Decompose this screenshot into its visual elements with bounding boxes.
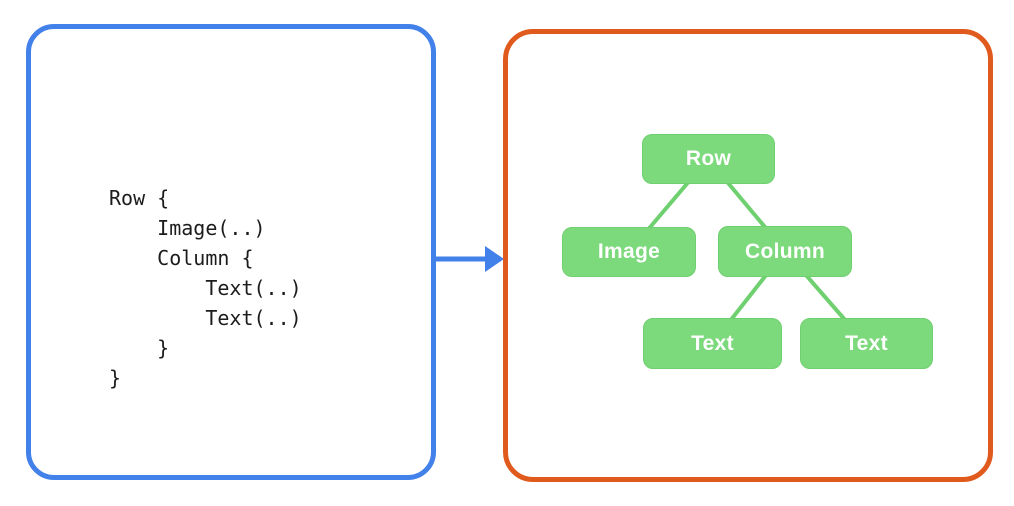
code-line: Text(..) <box>109 276 302 300</box>
tree-node-text-right: Text <box>800 318 933 369</box>
code-block: Row { Image(..) Column { Text(..) Text(.… <box>109 183 302 393</box>
code-line: Text(..) <box>109 306 302 330</box>
tree-panel: Row Image Column Text Text <box>503 29 993 482</box>
code-panel: Row { Image(..) Column { Text(..) Text(.… <box>26 24 436 480</box>
tree-node-image: Image <box>562 227 696 277</box>
tree-node-text-left: Text <box>643 318 782 369</box>
code-line: Image(..) <box>109 216 266 240</box>
arrow-right-icon <box>436 246 504 272</box>
code-line: Column { <box>109 246 254 270</box>
tree-node-column: Column <box>718 226 852 277</box>
tree-node-row: Row <box>642 134 775 184</box>
code-line: Row { <box>109 186 170 210</box>
code-line: } <box>109 366 122 390</box>
code-line: } <box>109 336 170 360</box>
